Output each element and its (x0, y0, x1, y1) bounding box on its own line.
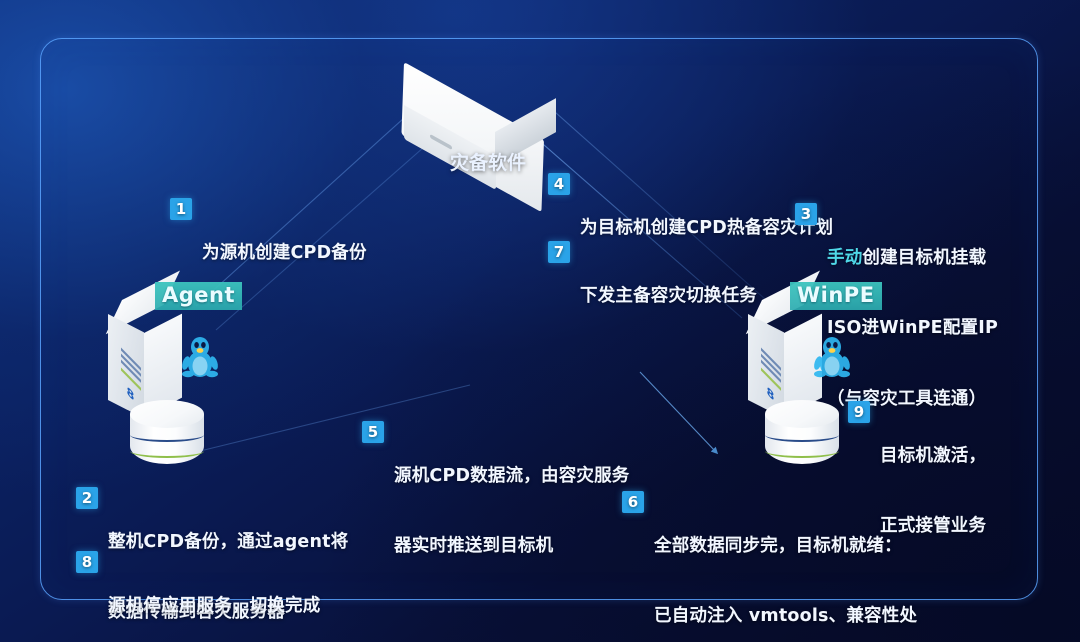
step-1-number: 1 (170, 198, 192, 220)
step-4-text: 为目标机创建CPD热备容灾计划 (580, 217, 834, 238)
step-4: 4 为目标机创建CPD热备容灾计划 (548, 170, 833, 287)
step-1: 1 为源机创建CPD备份 (170, 195, 367, 312)
source-storage-icon (130, 400, 204, 476)
step-8: 8 源机停应用服务，切换完成 (76, 548, 320, 642)
step-7-text: 下发主备容灾切换任务 (580, 285, 757, 306)
step-6-number: 6 (622, 491, 644, 513)
step-2: 2 整机CPD备份，通过agent将 数据传输到容灾服务器 (76, 484, 348, 642)
step-6: 6 全部数据同步完，目标机就绪： 已自动注入 vmtools、兼容性处 理；处于… (622, 488, 917, 642)
disaster-recovery-software-icon (398, 62, 578, 213)
step-3-text: 手动创建目标机挂载 ISO进WinPE配置IP （与容灾工具连通） (827, 247, 998, 409)
step-5-text: 源机CPD数据流，由容灾服务 器实时推送到目标机 (394, 465, 630, 557)
step-4-number: 4 (548, 173, 570, 195)
step-9-text: 目标机激活， 正式接管业务 (880, 445, 987, 537)
step-9: 9 目标机激活， 正式接管业务 (848, 398, 986, 586)
step-5: 5 源机CPD数据流，由容灾服务 器实时推送到目标机 (362, 418, 630, 606)
step-3-accent: 手动 (827, 247, 863, 268)
target-linux-penguin-icon (814, 337, 850, 378)
step-5-number: 5 (362, 421, 384, 443)
step-3-number: 3 (795, 203, 817, 225)
target-machine-chip: WinPE (790, 282, 882, 310)
software-caption: 灾备软件 (449, 152, 526, 174)
step-1-text: 为源机创建CPD备份 (202, 242, 367, 263)
step-3: 3 手动创建目标机挂载 ISO进WinPE配置IP （与容灾工具连通） (795, 200, 998, 458)
source-linux-penguin-icon (182, 337, 218, 378)
step-2-number: 2 (76, 487, 98, 509)
step-7: 7 下发主备容灾切换任务 (548, 238, 757, 355)
wire-data-flow-right (639, 371, 719, 455)
step-2-text: 整机CPD备份，通过agent将 数据传输到容灾服务器 (108, 531, 349, 623)
step-7-number: 7 (548, 241, 570, 263)
step-8-number: 8 (76, 551, 98, 573)
step-6-text: 全部数据同步完，目标机就绪： 已自动注入 vmtools、兼容性处 理；处于开机… (654, 535, 918, 627)
target-storage-icon (765, 400, 839, 476)
step-8-text: 源机停应用服务，切换完成 (108, 595, 321, 616)
source-machine-chip: Agent (155, 282, 243, 310)
step-9-number: 9 (848, 401, 870, 423)
